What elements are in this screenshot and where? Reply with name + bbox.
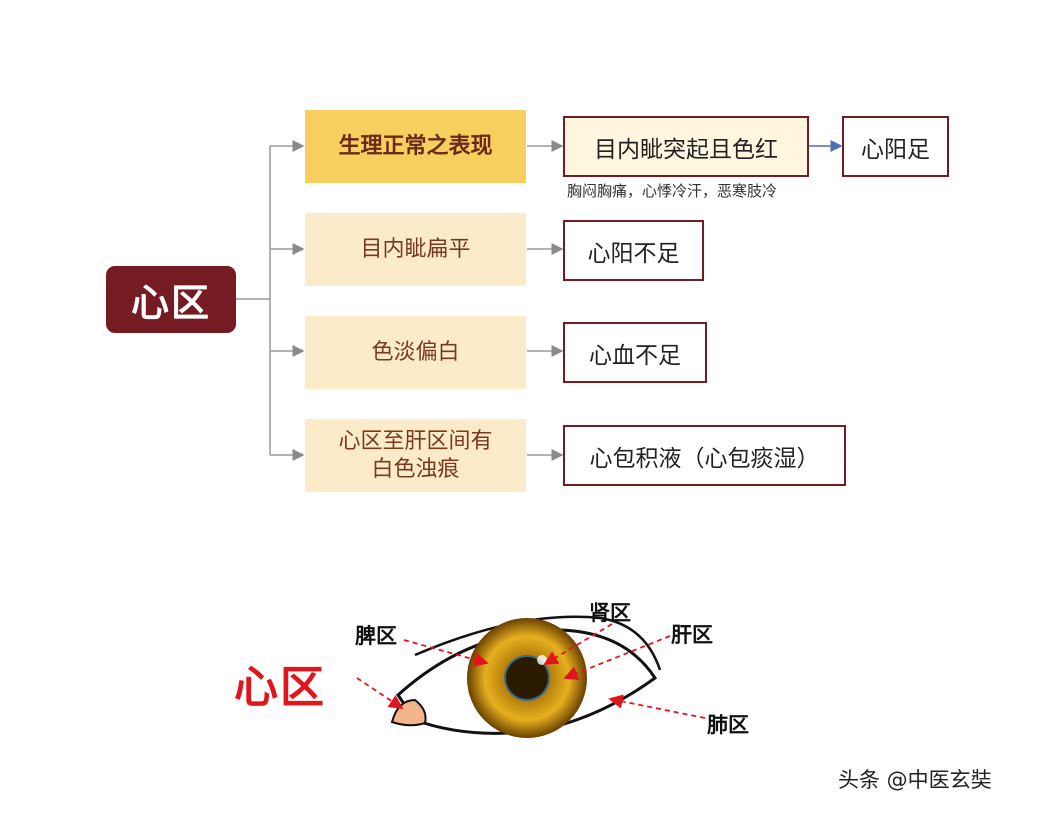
- label-kidney-zone: 肾区: [589, 601, 631, 625]
- condition-label: 生理正常之表现: [338, 133, 493, 159]
- root-label: 心区: [130, 281, 211, 325]
- result-label: 心阳足: [861, 136, 930, 163]
- watermark: 头条 @中医玄奘: [838, 768, 992, 792]
- result-label: 心包积液（心包痰湿）: [589, 445, 820, 472]
- label-lung-zone: 肺区: [707, 713, 749, 737]
- result-pericardial-effusion: 心包积液（心包痰湿）: [563, 425, 846, 486]
- condition-pale: 色淡偏白: [305, 316, 526, 389]
- condition-label: 色淡偏白: [371, 339, 460, 365]
- condition-white-trace: 心区至肝区间有 白色浊痕: [305, 419, 526, 492]
- label-spleen-zone: 脾区: [355, 624, 397, 648]
- result-heart-yang-sufficient: 心阳足: [842, 116, 949, 177]
- label-heart-zone: 心区: [234, 662, 326, 713]
- arrow-heart: [356, 677, 404, 709]
- pupil: [504, 655, 550, 701]
- condition-normal: 生理正常之表现: [305, 110, 526, 183]
- root-node-heart-zone: 心区: [106, 266, 236, 333]
- result-inner-canthus-red: 目内眦突起且色红: [563, 116, 809, 177]
- eyelid-crease: [414, 615, 662, 671]
- result-label: 心阳不足: [587, 240, 680, 267]
- result-label: 心血不足: [589, 342, 681, 369]
- arrow-kidney: [543, 623, 613, 665]
- condition-label-line2: 白色浊痕: [371, 456, 460, 482]
- condition-flat: 目内眦扁平: [305, 213, 526, 286]
- condition-label: 目内眦扁平: [360, 236, 471, 262]
- result-label: 目内眦突起且色红: [594, 136, 778, 163]
- condition-label-line1: 心区至肝区间有: [338, 429, 493, 454]
- arrow-liver: [563, 635, 671, 681]
- result-heart-blood-deficient: 心血不足: [563, 322, 707, 383]
- symptom-note: 胸闷胸痛，心悸冷汗，恶寒肢冷: [567, 182, 778, 200]
- pupil-highlight: [537, 655, 547, 665]
- label-liver-zone: 肝区: [671, 623, 713, 647]
- result-heart-yang-deficient: 心阳不足: [563, 220, 704, 281]
- eye-illustration: [356, 615, 706, 738]
- arrow-lung: [608, 694, 706, 719]
